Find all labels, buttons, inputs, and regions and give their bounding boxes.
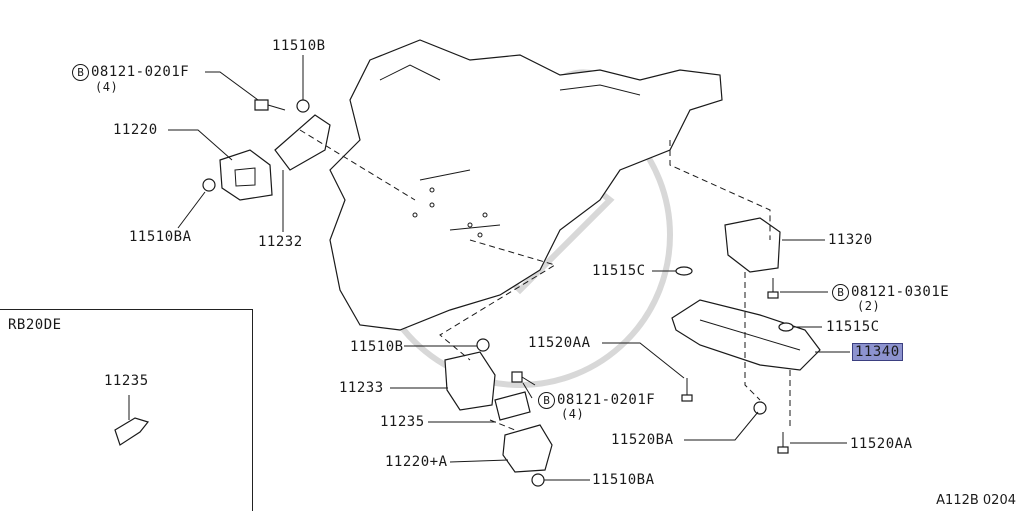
diagram-code: A112B 0204 — [936, 493, 1016, 508]
label-nut-top[interactable]: 11510B — [272, 38, 326, 54]
label-plate-right[interactable]: 11235 — [380, 414, 425, 430]
member-shape — [671, 299, 821, 371]
label-insulator-rear[interactable]: 11320 — [828, 232, 873, 248]
center-bolt-shape — [511, 371, 536, 386]
label-insulator-left[interactable]: 11220 — [113, 122, 158, 138]
label-nut-right[interactable]: 11510BA — [592, 472, 655, 488]
left-bracket-shape — [274, 114, 331, 171]
member-nut-shape — [753, 401, 767, 415]
member-bolt-shape — [681, 378, 693, 402]
bolt-symbol-top-left: B — [72, 64, 89, 81]
left-nut-shape — [202, 178, 216, 192]
label-bolt-right-qty: (2) — [857, 299, 881, 313]
label-bracket-left[interactable]: 11232 — [258, 234, 303, 250]
label-washer-upper[interactable]: 11515C — [592, 263, 646, 279]
label-bolt-right[interactable]: 08121-0301E — [851, 284, 950, 300]
label-bolt-top-left[interactable]: 08121-0201F — [91, 64, 190, 80]
leader-lines — [128, 55, 850, 481]
engine-transmission — [329, 39, 723, 331]
label-bracket-right[interactable]: 11233 — [339, 380, 384, 396]
right-bracket-shape — [444, 351, 496, 411]
label-insulator-right[interactable]: 11220+A — [385, 454, 448, 470]
left-bolt-shape — [254, 99, 286, 111]
right-nut-shape — [531, 473, 545, 487]
label-nut-left[interactable]: 11510BA — [129, 229, 192, 245]
variant-title: RB20DE — [8, 317, 62, 333]
label-nut-bracket-right[interactable]: 11510B — [350, 339, 404, 355]
left-top-nut-shape — [296, 99, 310, 113]
label-variant-part[interactable]: 11235 — [104, 373, 149, 389]
label-bolt-member-lower[interactable]: 11520AA — [850, 436, 913, 452]
label-bolt-top-left-qty: (4) — [95, 80, 119, 94]
bolt-symbol-right: B — [832, 284, 849, 301]
rear-insulator-shape — [724, 217, 781, 273]
bolt-symbol-center: B — [538, 392, 555, 409]
variant-box — [0, 309, 253, 511]
label-member-highlighted[interactable]: 11340 — [852, 343, 903, 361]
lower-washer-shape — [778, 322, 794, 332]
right-insulator-shape — [502, 424, 553, 473]
label-bolt-member[interactable]: 11520AA — [528, 335, 591, 351]
left-insulator-shape — [219, 149, 273, 201]
variant-plate-shape — [114, 417, 150, 446]
label-washer-lower[interactable]: 11515C — [826, 319, 880, 335]
label-bolt-center-qty: (4) — [561, 407, 585, 421]
right-plate-shape — [494, 391, 531, 421]
rear-bolt-shape — [767, 278, 779, 299]
alignment-lines — [299, 129, 791, 431]
member-lower-bolt-shape — [777, 432, 789, 454]
right-nut-top-shape — [476, 338, 490, 352]
upper-washer-shape — [675, 266, 693, 276]
label-bolt-center[interactable]: 08121-0201F — [557, 392, 656, 408]
label-nut-member[interactable]: 11520BA — [611, 432, 674, 448]
